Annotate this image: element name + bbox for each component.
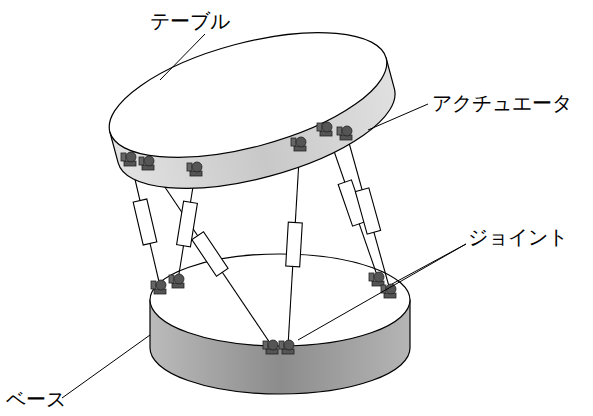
joint-block — [279, 341, 284, 349]
joint-block — [317, 123, 322, 131]
leg-rod — [346, 132, 390, 290]
leg-rod — [148, 162, 272, 346]
joint-ball — [322, 122, 332, 132]
actuator-body — [355, 188, 380, 234]
actuator-body — [286, 222, 303, 267]
joint-ball — [192, 162, 202, 172]
joint-block — [337, 127, 342, 135]
joint-ball — [296, 137, 306, 147]
joint-ball — [126, 152, 136, 162]
joint-ball — [284, 340, 294, 350]
part-label: ジョイント — [468, 226, 568, 248]
actuator-body — [133, 199, 157, 245]
actuator-body — [192, 232, 228, 276]
part-label: ベース — [6, 388, 66, 410]
actuator-body — [177, 201, 198, 247]
joint-ball — [268, 340, 278, 350]
base — [150, 254, 410, 394]
joint-ball — [174, 274, 184, 284]
joint-ball — [342, 126, 352, 136]
leader-lines — [62, 34, 466, 398]
joint-block — [291, 138, 296, 146]
joint-ball — [144, 156, 154, 166]
joint-block — [187, 163, 192, 171]
part-label: テーブル — [150, 10, 230, 32]
joint-block — [263, 341, 268, 349]
joint-block — [151, 281, 156, 289]
joint-block — [139, 157, 144, 165]
joint-ball — [374, 272, 384, 282]
table — [96, 8, 407, 213]
joint-block — [121, 153, 126, 161]
part-label: アクチュエータ — [432, 92, 572, 114]
joint-block — [369, 273, 374, 281]
joint-ball — [156, 280, 166, 290]
joint-block — [169, 275, 174, 283]
joints — [121, 122, 396, 354]
